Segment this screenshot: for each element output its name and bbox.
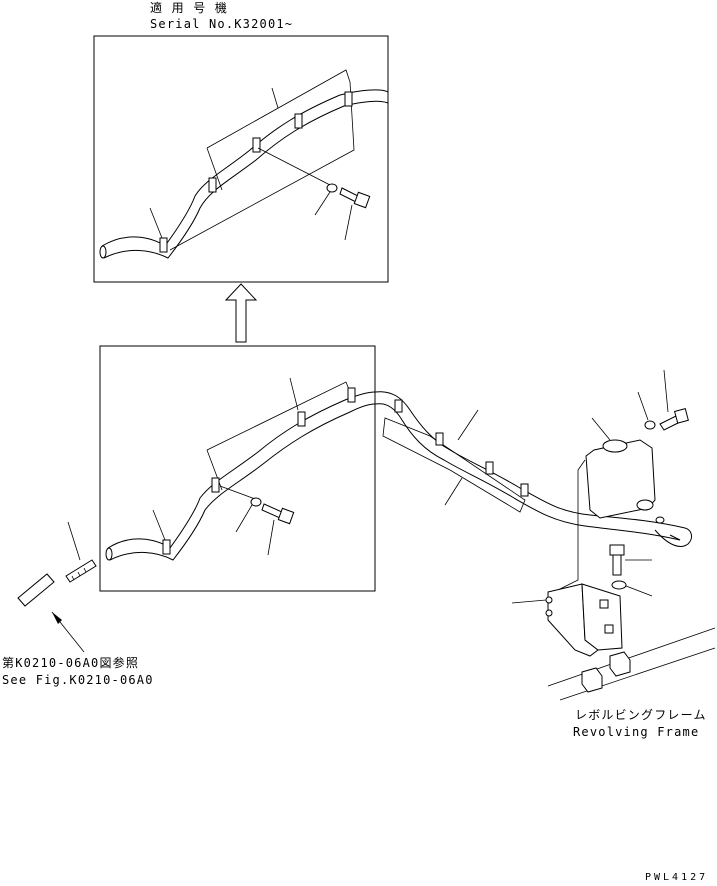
revolving-frame <box>547 627 716 701</box>
applicable-serial-label-jp: 適 用 号 機 <box>150 0 228 15</box>
mounting-bracket <box>511 583 623 657</box>
fuel-tube <box>374 391 693 547</box>
bolt <box>339 187 371 209</box>
reference-arrow <box>51 611 85 653</box>
tank-bolt <box>637 369 689 431</box>
washer <box>250 497 262 507</box>
washer <box>644 420 656 430</box>
frame-label-en: Revolving Frame <box>573 725 699 739</box>
reference-label-en: See Fig.K0210-06A0 <box>2 673 154 687</box>
washer <box>326 183 338 193</box>
bolt <box>261 503 295 525</box>
reference-label-jp: 第K0210-06A0図参照 <box>2 655 139 670</box>
up-arrow <box>224 283 258 343</box>
washer <box>611 580 627 590</box>
tube-clip <box>162 387 356 555</box>
tube-cover <box>382 417 526 513</box>
connector-fitting <box>17 521 97 607</box>
reservoir-tank <box>557 417 665 591</box>
detail-box-lower <box>99 345 376 592</box>
bracket-bolt <box>609 544 653 597</box>
serial-number-label: Serial No.K32001~ <box>150 17 293 31</box>
tube-clip <box>159 91 353 253</box>
drawing-code: PWL4127 <box>645 872 708 881</box>
frame-label-jp: レボルビングフレーム <box>575 708 707 722</box>
detail-box-upper <box>93 35 389 283</box>
